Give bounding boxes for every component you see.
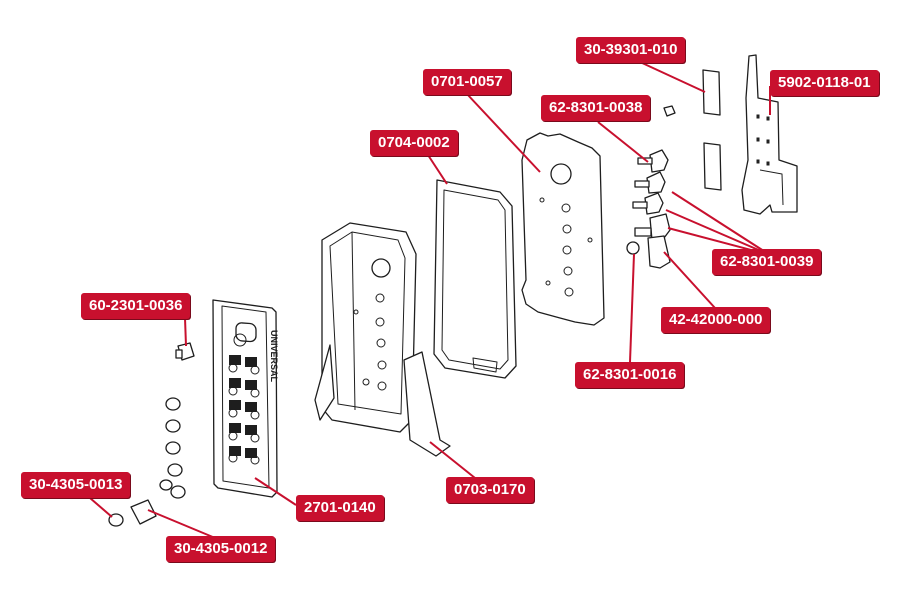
label-60-2301-0036: 60-2301-0036 bbox=[81, 293, 191, 319]
svg-text:UNIVERSAL: UNIVERSAL bbox=[269, 330, 279, 383]
label-0704-0002: 0704-0002 bbox=[370, 130, 458, 156]
knob-parts bbox=[108, 499, 157, 527]
label-0701-0057: 0701-0057 bbox=[423, 69, 511, 95]
switches bbox=[626, 105, 676, 269]
nuts bbox=[159, 397, 186, 499]
label-30-4305-0012: 30-4305-0012 bbox=[166, 536, 276, 562]
gasket-0704-0002 bbox=[433, 179, 517, 379]
label-42-42000-000: 42-42000-000 bbox=[661, 307, 771, 333]
faceplate-2701-0140: UNIVERSAL bbox=[212, 299, 279, 498]
bracket-5902-0118-01 bbox=[741, 54, 798, 215]
label-0703-0170: 0703-0170 bbox=[446, 477, 534, 503]
pads-30-39301-010 bbox=[702, 69, 722, 191]
label-62-8301-0016: 62-8301-0016 bbox=[575, 362, 685, 388]
label-2701-0140: 2701-0140 bbox=[296, 495, 384, 521]
label-30-4305-0013: 30-4305-0013 bbox=[21, 472, 131, 498]
label-5902-0118-01: 5902-0118-01 bbox=[770, 70, 879, 96]
label-30-39301-010: 30-39301-010 bbox=[576, 37, 686, 63]
board-0701-0057 bbox=[521, 132, 605, 326]
enclosure-0703-0170 bbox=[314, 222, 451, 457]
label-62-8301-0038: 62-8301-0038 bbox=[541, 95, 651, 121]
label-62-8301-0039: 62-8301-0039 bbox=[712, 249, 822, 275]
